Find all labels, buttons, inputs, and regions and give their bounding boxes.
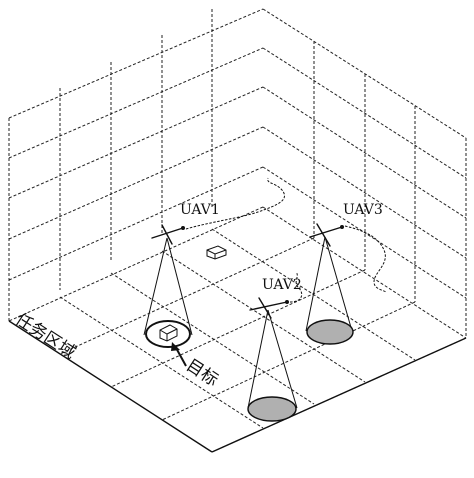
uav2-label: UAV2 <box>262 277 302 293</box>
ground-object-icon <box>206 245 227 260</box>
uav1: UAV1 <box>143 177 285 336</box>
uav3-drone-icon <box>309 223 344 247</box>
uav1-label: UAV1 <box>180 202 220 218</box>
uav2: UAV2 <box>247 271 303 422</box>
uav2-drone-icon <box>249 297 289 319</box>
target-icon <box>159 324 178 342</box>
uav3-footprint <box>306 319 354 345</box>
region-label: 任务区域 <box>11 309 79 363</box>
left-wall-grid <box>8 8 264 321</box>
target-footprint <box>145 320 191 367</box>
mission-area-border <box>8 320 467 453</box>
uav1-drone-icon <box>151 224 185 245</box>
uav3: UAV3 <box>305 202 387 345</box>
target-label: 目标 <box>182 355 221 390</box>
uav2-footprint <box>247 396 297 422</box>
uav3-label: UAV3 <box>343 202 383 218</box>
floor-grid <box>8 206 467 453</box>
right-wall-grid <box>262 8 467 338</box>
